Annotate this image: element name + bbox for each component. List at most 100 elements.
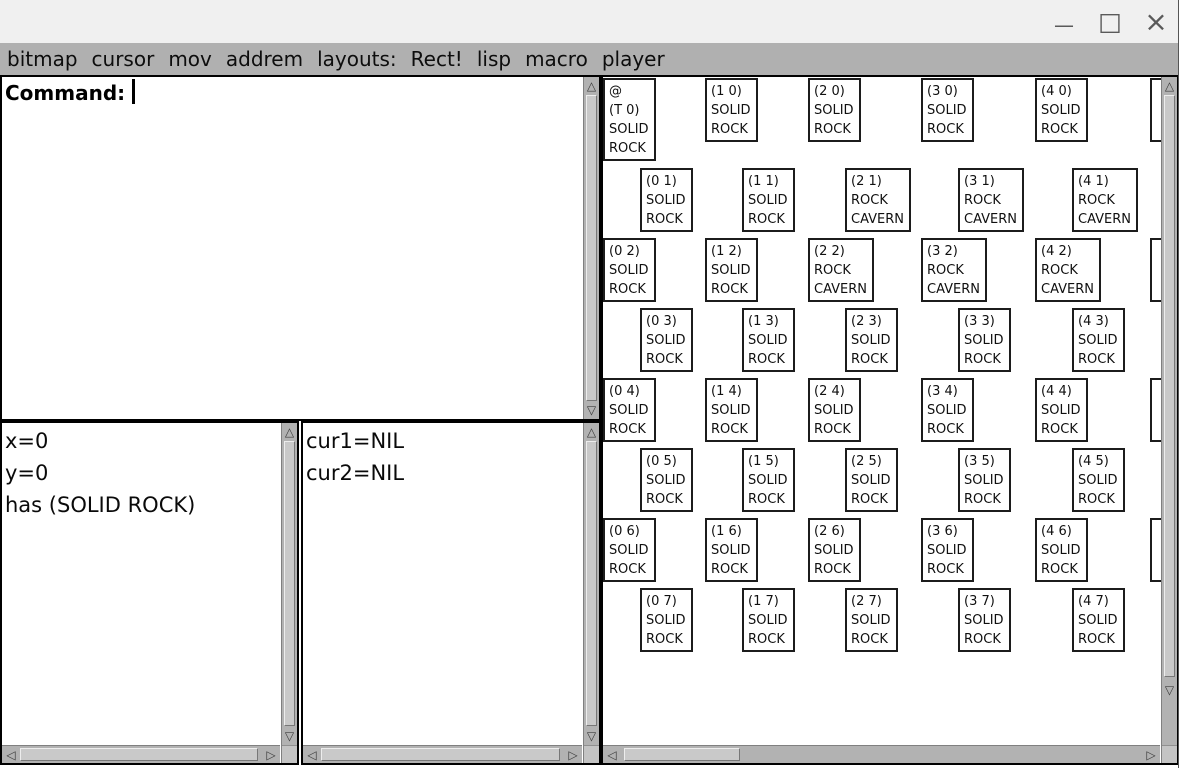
scroll-right-icon[interactable]: ▷ [568, 747, 578, 762]
menu-item-addrem[interactable]: addrem [225, 47, 304, 71]
cell-line: ROCK [646, 632, 683, 647]
cell-line: SOLID [964, 613, 1004, 628]
menu-item-macro[interactable]: macro [525, 47, 588, 71]
cell-line: SOLID [646, 333, 686, 348]
grid-horizontal-scrollbar[interactable]: ◁ ▷ [603, 745, 1160, 763]
scroll-down-icon[interactable]: ▽ [586, 729, 597, 743]
cell-line: (1 5) [748, 454, 779, 469]
scroll-down-icon[interactable]: ▽ [586, 403, 597, 417]
close-icon[interactable]: × [1144, 4, 1168, 38]
grid-vertical-scrollbar[interactable]: △ ▽ [1161, 77, 1177, 763]
grid-scrollbar-thumb[interactable] [1164, 95, 1175, 677]
cell-line: (4 3) [1078, 314, 1109, 329]
cursor-horizontal-scrollbar[interactable]: ◁ ▷ [303, 745, 582, 763]
scroll-left-icon[interactable]: ◁ [307, 747, 317, 762]
info-vertical-scrollbar[interactable]: △ ▽ [281, 423, 297, 763]
cursor-hscrollbar-thumb[interactable] [321, 748, 560, 761]
cell-line: (0 7) [646, 594, 677, 609]
scroll-up-icon[interactable]: △ [586, 79, 597, 93]
scroll-right-icon[interactable]: ▷ [1146, 747, 1156, 762]
cell-line: ROCK [748, 352, 785, 367]
menu-item-mov[interactable]: mov [168, 47, 212, 71]
grid-hscrollbar-thumb[interactable] [624, 748, 740, 761]
cell-line: (3 6) [927, 524, 958, 539]
scroll-up-icon[interactable]: △ [1164, 79, 1175, 93]
scroll-down-icon[interactable]: ▽ [284, 729, 295, 743]
command-scrollbar-thumb[interactable] [586, 95, 597, 401]
menu-item-layouts[interactable]: layouts: [317, 47, 397, 71]
command-panel[interactable]: Command: △ ▽ [0, 75, 601, 421]
cursor-scrollbar-thumb[interactable] [586, 441, 597, 726]
scroll-left-icon[interactable]: ◁ [6, 747, 16, 762]
cell-line: (2 1) [851, 174, 882, 189]
menu-item-bitmap[interactable]: bitmap [7, 47, 78, 71]
menu-item-cursor[interactable]: cursor [91, 47, 155, 71]
info-hscrollbar-thumb[interactable] [20, 748, 258, 761]
minimize-icon[interactable]: — [1054, 12, 1074, 37]
cell-line: (4 2) [1041, 244, 1072, 259]
command-vertical-scrollbar[interactable]: △ ▽ [583, 77, 599, 419]
scroll-up-icon[interactable]: △ [586, 425, 597, 439]
maximize-icon[interactable]: □ [1098, 7, 1122, 36]
cell-line: (0 4) [609, 384, 640, 399]
cursor-vertical-scrollbar[interactable]: △ ▽ [583, 423, 599, 763]
text-caret-icon [132, 79, 136, 104]
scroll-down-icon[interactable]: ▽ [1164, 683, 1175, 697]
scroll-up-icon[interactable]: △ [284, 425, 295, 439]
cell-line: ROCK [927, 263, 964, 278]
info-scrollbar-thumb[interactable] [284, 441, 295, 726]
menu-item-rect[interactable]: Rect! [410, 47, 463, 71]
scroll-right-icon[interactable]: ▷ [266, 747, 276, 762]
menu-item-lisp[interactable]: lisp [476, 47, 512, 71]
cell-line: SOLID [1041, 403, 1081, 418]
cell-line: (3 4) [927, 384, 958, 399]
info-horizontal-scrollbar[interactable]: ◁ ▷ [2, 745, 280, 763]
scroll-left-icon[interactable]: ◁ [607, 747, 617, 762]
menu-item-player[interactable]: player [601, 47, 665, 71]
cell-line: (3 2) [927, 244, 958, 259]
